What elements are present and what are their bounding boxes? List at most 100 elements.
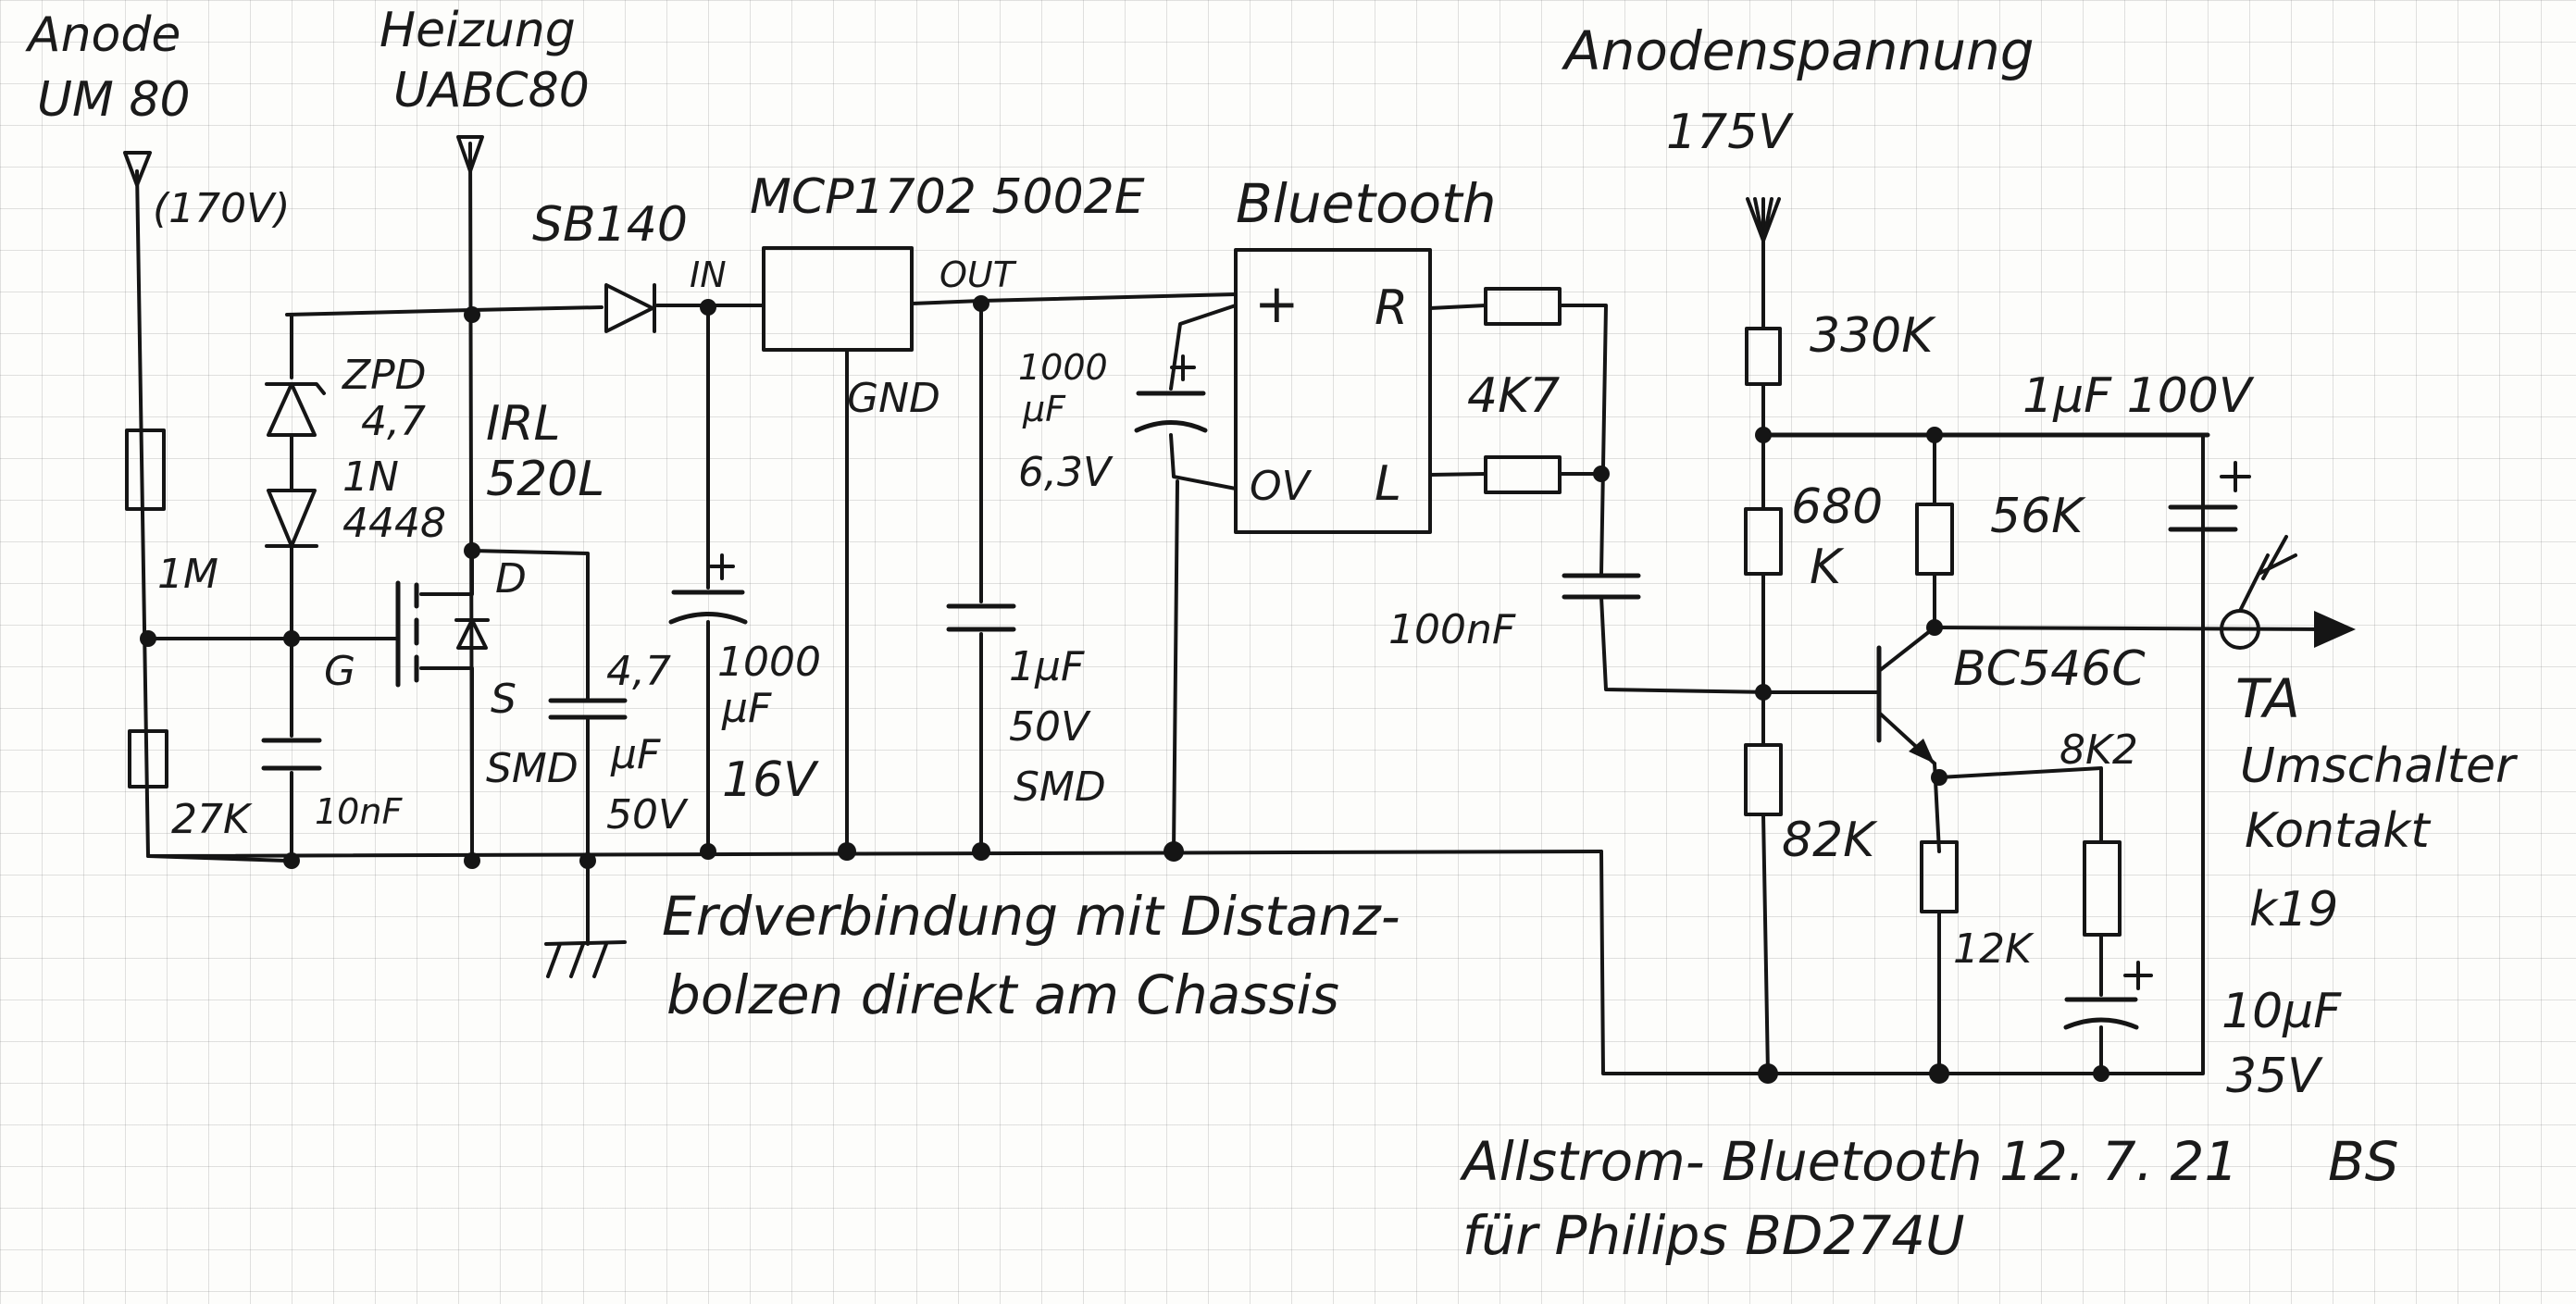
ground-rail bbox=[146, 850, 1603, 858]
label-82k: 82K bbox=[1782, 813, 1878, 868]
resistor-12k bbox=[1920, 840, 1959, 913]
label-1000uf-a: 1000 bbox=[717, 639, 821, 686]
label-1m: 1M bbox=[157, 551, 218, 598]
label-680: 680 bbox=[1791, 479, 1883, 535]
resistor-4k7-r bbox=[1484, 287, 1562, 326]
label-680-k: K bbox=[1810, 540, 1845, 595]
label-1000uf-c: 16V bbox=[722, 752, 819, 808]
label-1000uf6-a: 1000 bbox=[1018, 347, 1108, 388]
label-erdverbindung-1: Erdverbindung mit Distanz- bbox=[662, 885, 1400, 948]
label-bt-plus: + bbox=[1254, 272, 1300, 335]
label-1000uf6-b: μF bbox=[1022, 389, 1066, 429]
label-1000uf6-c: 6,3V bbox=[1018, 449, 1114, 496]
label-um80: UM 80 bbox=[37, 72, 191, 128]
label-bc546c: BC546C bbox=[1953, 641, 2146, 697]
anode-terminal-arrow bbox=[123, 151, 152, 187]
label-gnd: GND bbox=[847, 375, 940, 422]
label-1uf-c: SMD bbox=[1014, 764, 1106, 811]
ta-output-jack bbox=[2220, 535, 2356, 650]
label-175v: 175V bbox=[1666, 105, 1794, 160]
label-8k2: 8K2 bbox=[2060, 727, 2138, 774]
resistor-680k bbox=[1744, 507, 1783, 576]
label-1n: 1N bbox=[342, 453, 399, 501]
label-erdverbindung-2: bolzen direkt am Chassis bbox=[666, 963, 1339, 1026]
top-rail-left bbox=[285, 305, 604, 317]
label-330k: 330K bbox=[1810, 308, 1936, 364]
label-out: OUT bbox=[940, 255, 1017, 295]
label-1uf100v: 1μF 100V bbox=[2022, 368, 2255, 424]
label-1000uf-b: μF bbox=[721, 685, 772, 732]
r8k2-wire bbox=[1937, 766, 2103, 844]
label-27k: 27K bbox=[171, 796, 253, 843]
zener-diode-zpd bbox=[265, 382, 326, 437]
capacitor-10uf-35v bbox=[2063, 961, 2153, 1030]
r4k7-top-out bbox=[1558, 304, 1608, 576]
bt-r-wire bbox=[1428, 304, 1487, 310]
footer-initials: BS bbox=[2328, 1130, 2399, 1193]
resistor-8k2 bbox=[2083, 840, 2122, 937]
resistor-82k bbox=[1744, 743, 1783, 816]
source-wire bbox=[419, 666, 474, 863]
label-1uf-a: 1μF bbox=[1009, 643, 1085, 690]
label-4448: 4448 bbox=[342, 500, 446, 547]
label-g: G bbox=[324, 648, 355, 695]
cap1000b-top-wire bbox=[1169, 304, 1238, 391]
label-35v: 35V bbox=[2226, 1049, 2323, 1104]
capacitor-1uf-100v bbox=[2168, 461, 2251, 532]
label-sb140: SB140 bbox=[532, 197, 688, 253]
label-bt-r: R bbox=[1375, 280, 1408, 336]
label-c47: 4,7 bbox=[606, 648, 671, 695]
label-c47-v: 50V bbox=[606, 791, 689, 838]
cap1000b-bottom-wire bbox=[1169, 433, 1238, 491]
heater-terminal-arrow bbox=[456, 135, 484, 173]
label-c47-uf: μF bbox=[610, 731, 661, 778]
diode-sb140 bbox=[604, 283, 656, 333]
label-kontakt: Kontakt bbox=[2245, 803, 2431, 859]
label-anode: Anode bbox=[25, 7, 180, 63]
label-in: IN bbox=[690, 255, 727, 295]
capacitor-4u7 bbox=[548, 698, 628, 720]
label-s: S bbox=[491, 676, 516, 723]
label-100nf: 100nF bbox=[1388, 606, 1516, 653]
capacitor-1000uf-6v3 bbox=[1134, 354, 1208, 433]
label-1uf-b: 50V bbox=[1009, 703, 1091, 751]
anode-wire bbox=[135, 169, 289, 863]
label-ta: TA bbox=[2235, 667, 2300, 730]
transistor-bc546c bbox=[1766, 626, 1936, 765]
c100nf-to-base bbox=[1599, 595, 1770, 694]
junction-dots bbox=[140, 295, 2109, 1084]
label-170v: (170V) bbox=[153, 185, 290, 232]
capacitor-100nf bbox=[1562, 573, 1641, 600]
label-12k: 12K bbox=[1953, 925, 2035, 973]
collector-output bbox=[1933, 626, 2334, 631]
label-520l: 520L bbox=[486, 452, 604, 507]
resistor-1m bbox=[125, 428, 166, 511]
regulator-mcp1702 bbox=[762, 246, 914, 352]
capacitor-10nf bbox=[261, 738, 322, 771]
label-bluetooth: Bluetooth bbox=[1236, 172, 1497, 235]
rail-mcp-to-bt bbox=[910, 292, 1238, 305]
lower-ground-loop bbox=[1599, 438, 2205, 1075]
footer-subtitle: für Philips BD274U bbox=[1462, 1204, 1965, 1267]
label-umschalter: Umschalter bbox=[2240, 739, 2519, 794]
chassis-ground-symbol bbox=[544, 940, 627, 978]
label-4k7: 4K7 bbox=[1467, 368, 1560, 424]
bt-l-wire bbox=[1428, 472, 1487, 477]
resistor-27k bbox=[128, 729, 168, 789]
label-zpd: ZPD bbox=[342, 352, 427, 399]
r82k-bottom bbox=[1761, 813, 1770, 1075]
label-10uf: 10μF bbox=[2221, 984, 2342, 1039]
bluetooth-module bbox=[1234, 248, 1432, 534]
label-zpd-v: 4,7 bbox=[361, 398, 426, 445]
label-smd: SMD bbox=[486, 745, 579, 792]
label-anodenspannung: Anodenspannung bbox=[1561, 19, 2035, 82]
diode-1n4148 bbox=[265, 489, 318, 548]
capacitor-1uf-50v bbox=[946, 603, 1016, 632]
label-10nf: 10nF bbox=[315, 791, 403, 832]
bt-ground-wire bbox=[1172, 479, 1179, 853]
label-heizung: Heizung bbox=[380, 3, 576, 58]
resistor-4k7-l bbox=[1484, 455, 1562, 494]
resistor-330k bbox=[1745, 327, 1782, 386]
